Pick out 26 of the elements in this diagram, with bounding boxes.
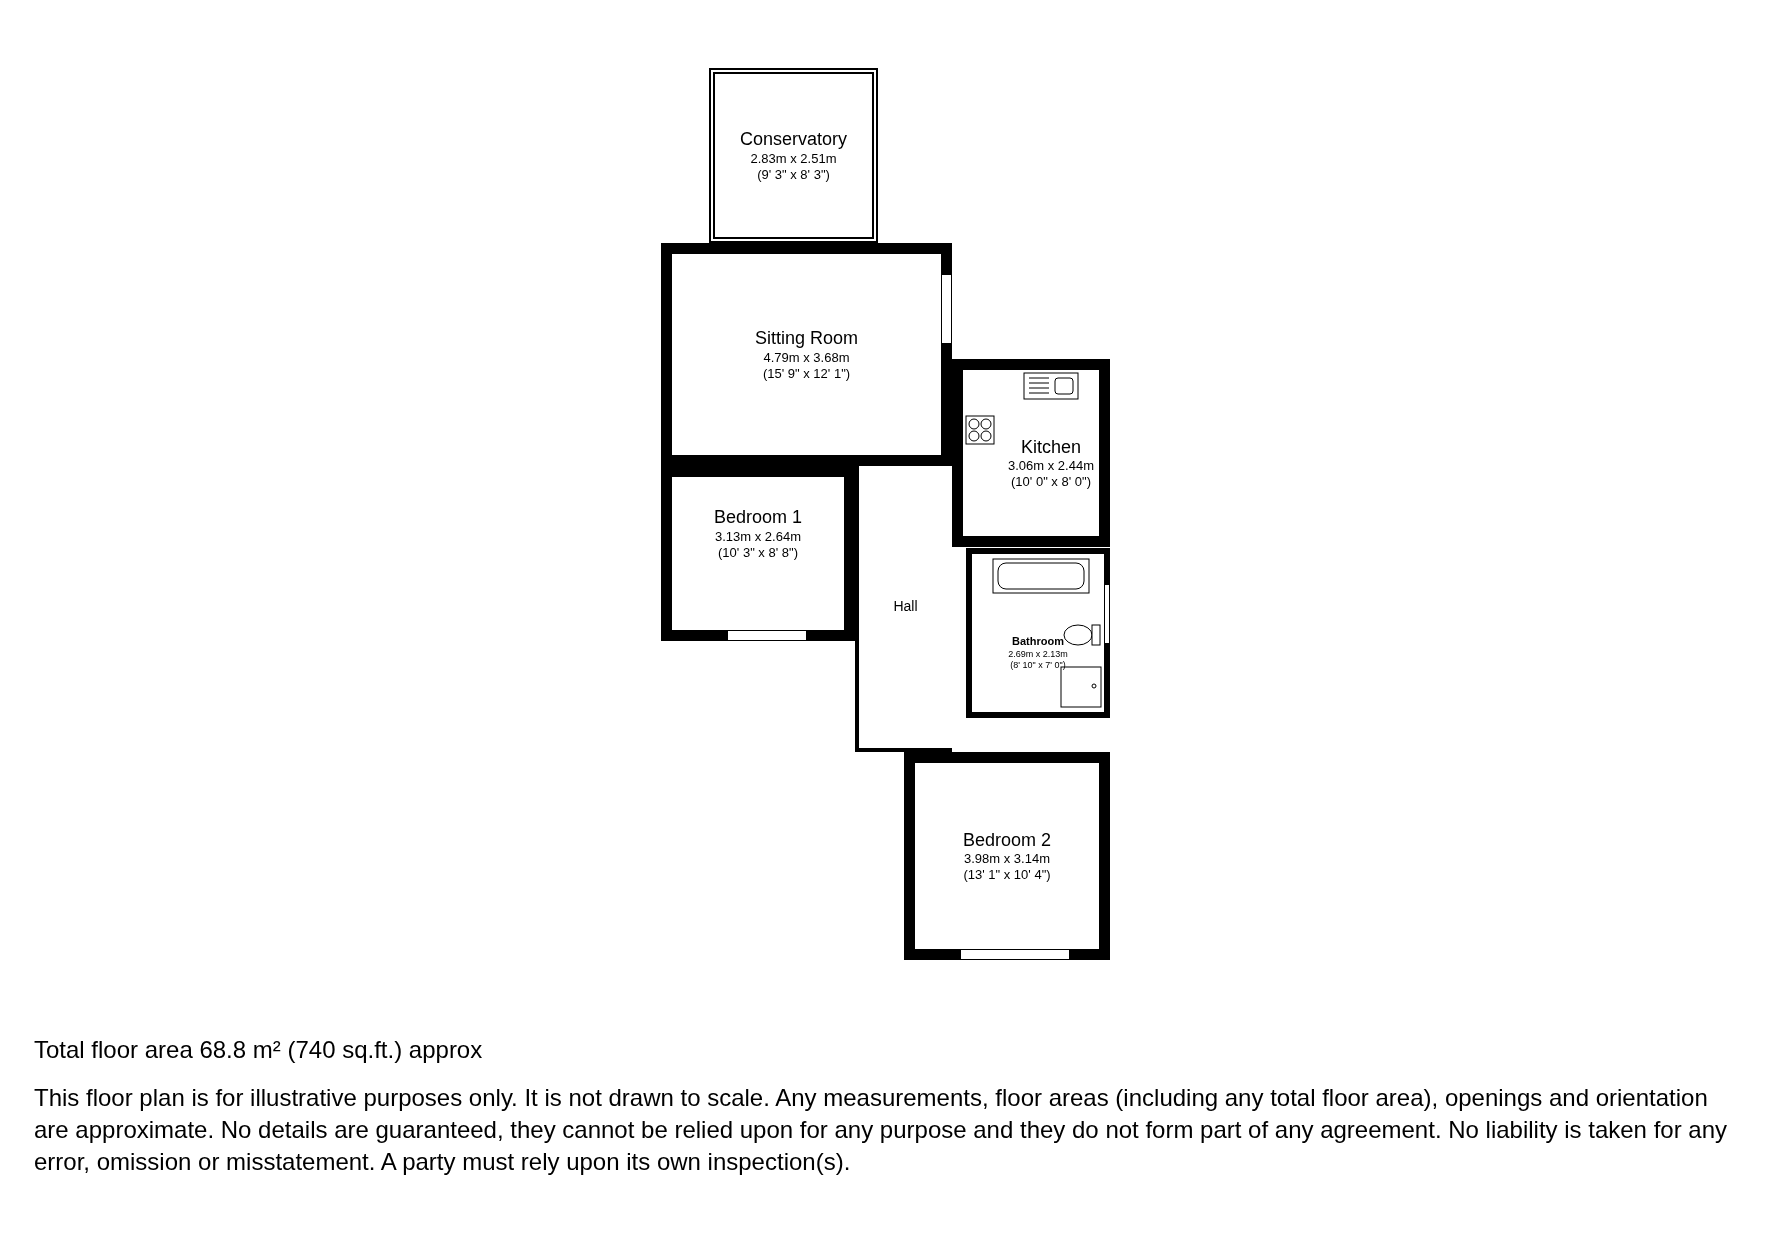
room-outline: [952, 359, 1110, 547]
room-name: Conservatory: [739, 128, 847, 151]
room-dimensions-imperial: (8' 10" x 7' 0"): [1010, 659, 1066, 672]
room-dimensions: 4.79m x 3.68m: [763, 349, 850, 366]
room-outline: [904, 752, 1110, 960]
room-dimensions: 2.83m x 2.51m: [750, 150, 837, 167]
room-dimensions: 2.69m x 2.13m: [1008, 648, 1068, 660]
room-dimensions-imperial: (10' 0" x 8' 0"): [1011, 474, 1091, 491]
room-outline: [966, 548, 1110, 718]
room-dimensions: 3.06m x 2.44m: [1008, 458, 1094, 475]
room-dimensions: 3.13m x 2.64m: [715, 528, 801, 545]
room-dimensions-imperial: (9' 3" x 8' 3"): [757, 166, 830, 183]
room-name: Bedroom 1: [713, 506, 803, 529]
disclaimer-text: This floor plan is for illustrative purposes only. It is not drawn to scale. Any measurements, floor areas (including any total floor area), openings and orientation are approximate. No details are guaranteed, they cannot be relied upon for any purpose and they do not form part of any agreement. No liability is taken for any error, omission or misstatement. A party must rely upon its own inspection(s).: [34, 1083, 1728, 1177]
room-name: Bedroom 2: [962, 828, 1052, 851]
room-dimensions: 3.98m x 3.14m: [964, 851, 1050, 868]
room-dimensions-imperial: (13' 1" x 10' 4"): [963, 867, 1051, 884]
room-name: Kitchen: [1020, 435, 1081, 458]
room-outline: [661, 243, 952, 466]
room-name: Hall: [893, 598, 918, 616]
room-outline: [709, 68, 878, 243]
room-name: Bathroom: [1012, 634, 1064, 649]
room-dimensions-imperial: (15' 9" x 12' 1"): [762, 365, 851, 382]
room-name: Sitting Room: [754, 327, 858, 350]
total-floor-area: Total floor area 68.8 m² (740 sq.ft.) approx: [34, 1034, 1734, 1066]
room-dimensions-imperial: (10' 3" x 8' 8"): [718, 544, 798, 561]
